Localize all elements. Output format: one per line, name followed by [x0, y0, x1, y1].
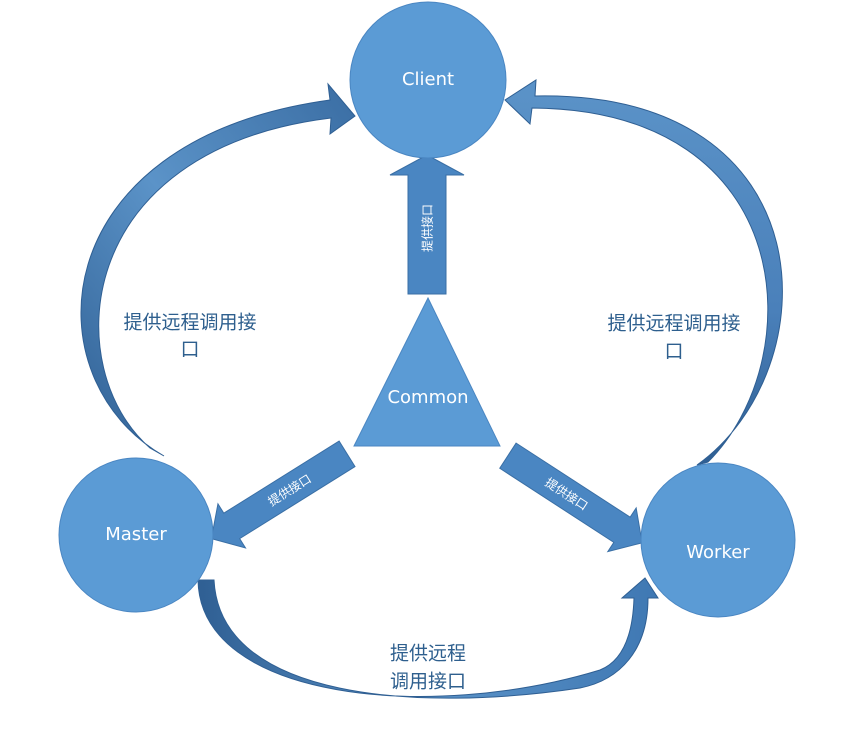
curve-worker-to-client — [504, 79, 783, 466]
edge-label-worker-to-client: 提供远程调用接 口 — [607, 313, 740, 363]
client-label: Client — [402, 69, 454, 90]
edge-label-line: 口 — [664, 341, 683, 363]
edge-label-master-to-client: 提供远程调用接 口 — [123, 312, 256, 361]
edge-label-line: 调用接口 — [390, 671, 466, 693]
arrow-common-to-client: 提供接口 — [389, 154, 465, 295]
edge-label-line: 口 — [180, 339, 199, 361]
arrow-common-to-worker: 提供接口 — [499, 442, 643, 553]
worker-label: Worker — [686, 542, 750, 563]
arrow-common-to-master: 提供接口 — [210, 440, 356, 549]
edge-label-line: 提供远程调用接 — [123, 312, 256, 334]
worker-node: Worker — [640, 462, 796, 618]
edge-label-master-to-worker: 提供远程 调用接口 — [390, 643, 466, 693]
common-node: Common — [353, 296, 501, 447]
edge-label-line: 提供远程调用接 — [607, 313, 740, 335]
client-node: Client — [349, 1, 507, 159]
curve-master-to-worker — [197, 577, 659, 699]
common-label: Common — [387, 387, 468, 408]
master-label: Master — [105, 524, 167, 545]
master-node: Master — [58, 457, 214, 613]
arrow-label-common-to-client: 提供接口 — [420, 204, 435, 252]
edge-label-line: 提供远程 — [390, 643, 466, 665]
curve-master-to-client — [80, 82, 356, 457]
